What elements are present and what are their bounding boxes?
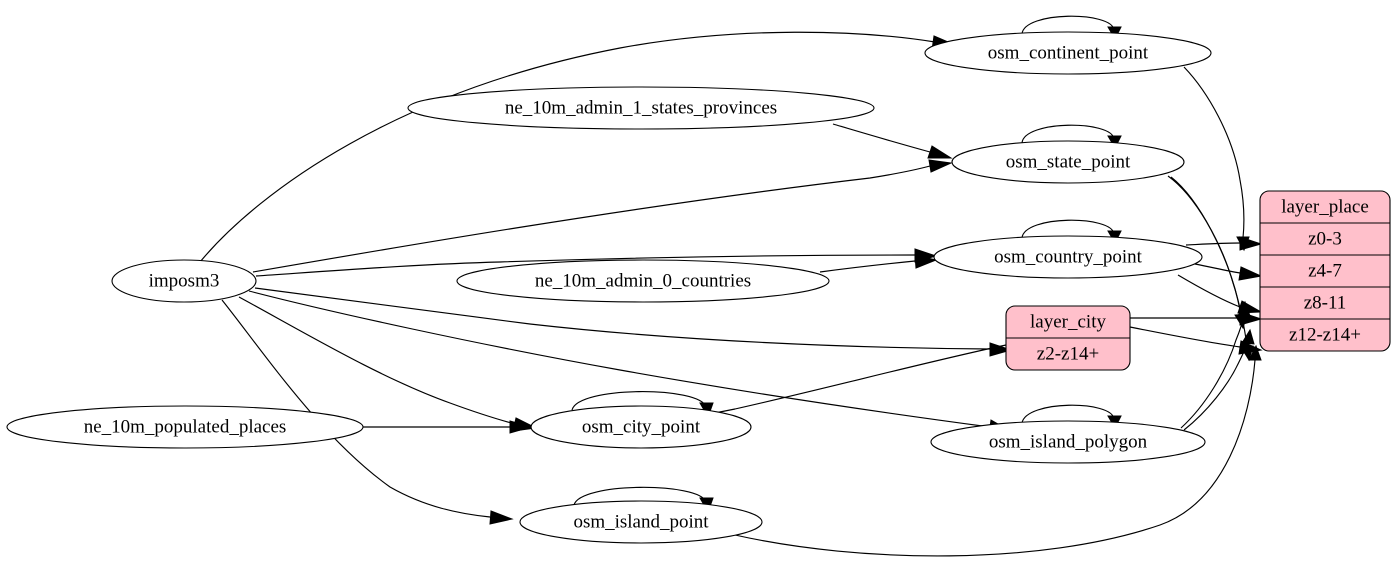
- node-osm-city-point-label: osm_city_point: [582, 416, 701, 437]
- arrowhead-islandpoint-z12: [1248, 344, 1262, 361]
- node-imposm3-shape[interactable]: [111, 259, 257, 303]
- edge-imposm3-to-osm_continent_point: [199, 31, 936, 263]
- layer-place-row-z0-3[interactable]: z0-3: [1308, 228, 1342, 249]
- selfloop-osm_island_polygon: [1021, 404, 1115, 424]
- node-ne-countries-shape[interactable]: [456, 259, 830, 303]
- node-osm_country_point[interactable]: osm_country_point: [933, 235, 1203, 279]
- edge-imposm3-to-osm_island_polygon: [248, 290, 991, 428]
- edge-osm_country_point-to-layer_place-z4-7: [1194, 263, 1241, 274]
- edge-osm_country_point-to-layer_place-z8-11b: [1177, 274, 1241, 308]
- layer-place-box[interactable]: [1259, 190, 1391, 352]
- node-osm-country-point-shape[interactable]: [933, 235, 1203, 279]
- arrowhead-necountries-country: [914, 254, 938, 269]
- node-ne-countries-label: ne_10m_admin_0_countries: [535, 270, 751, 291]
- edge-layer: [199, 15, 1263, 557]
- node-osm-island-polygon-label: osm_island_polygon: [989, 431, 1148, 452]
- selfloop-osm_state_point: [1021, 124, 1115, 144]
- node-ne-places-label: ne_10m_populated_places: [84, 416, 287, 437]
- node-osm-state-point-shape[interactable]: [951, 140, 1185, 184]
- node-layer_city[interactable]: layer_city z2-z14+: [1005, 305, 1131, 371]
- edge-osm_island_polygon-to-layer_place-z12: [1183, 342, 1249, 431]
- edge-osm_island_point-to-layer_place-z12: [734, 359, 1256, 557]
- node-ne-states-label: ne_10m_admin_1_states_provinces: [505, 97, 777, 118]
- selfloop-osm_country_point: [1021, 219, 1115, 239]
- node-osm_continent_point[interactable]: osm_continent_point: [924, 31, 1212, 75]
- edge-osm_state_point-to-layer_place-z12: [1170, 176, 1248, 348]
- selfloop-osm_continent_point: [1021, 15, 1115, 35]
- arrowhead-neplaces-city: [509, 420, 533, 434]
- node-osm-city-point-shape[interactable]: [530, 405, 752, 449]
- edge-layer_city-to-layer_place-z12: [1129, 326, 1241, 348]
- edge-osm_continent_point-to-layer_place-z0-3: [1183, 66, 1245, 239]
- node-osm-country-point-label: osm_country_point: [994, 246, 1142, 267]
- edge-layer_city-to-osm_city_point: [674, 344, 1007, 421]
- edge-imposm3-to-osm_state_point: [252, 165, 931, 273]
- node-osm-continent-point-shape[interactable]: [924, 31, 1212, 75]
- layer-place-row-z4-7[interactable]: z4-7: [1308, 260, 1342, 281]
- edge-ne_states-to-osm_state_point: [832, 123, 931, 153]
- node-ne_10m_admin_0_countries[interactable]: ne_10m_admin_0_countries: [456, 259, 830, 303]
- node-osm_state_point[interactable]: osm_state_point: [951, 140, 1185, 184]
- node-layer_place[interactable]: layer_place z0-3 z4-7 z8-11 z12-z14+: [1259, 190, 1391, 352]
- edge-imposm3-to-osm_city_point: [238, 296, 516, 425]
- node-osm_island_point[interactable]: osm_island_point: [519, 500, 763, 544]
- node-osm-state-point-label: osm_state_point: [1006, 151, 1131, 172]
- selfloop-osm_city_point: [571, 391, 707, 411]
- node-osm-island-point-shape[interactable]: [519, 500, 763, 544]
- node-ne_10m_admin_1_states_provinces[interactable]: ne_10m_admin_1_states_provinces: [407, 86, 875, 130]
- layer-place-row-z8-11[interactable]: z8-11: [1304, 292, 1347, 313]
- edge-imposm3-to-layer_city: [254, 287, 991, 350]
- layer-city-row-z2-z14[interactable]: z2-z14+: [1037, 343, 1099, 364]
- selfloop-osm_island_point: [573, 486, 707, 506]
- node-osm_island_polygon[interactable]: osm_island_polygon: [930, 420, 1206, 464]
- edge-osm_country_point-to-layer_place-z0-3: [1185, 242, 1241, 246]
- node-osm-island-polygon-shape[interactable]: [930, 420, 1206, 464]
- edge-imposm3-to-osm_island_point: [221, 299, 491, 518]
- layer-place-title: layer_place: [1281, 196, 1369, 217]
- node-osm_city_point[interactable]: osm_city_point: [530, 405, 752, 449]
- edge-imposm3-to-osm_country_point: [255, 254, 916, 277]
- node-osm-island-point-label: osm_island_point: [573, 511, 709, 532]
- arrowhead-layercity-z811: [1239, 311, 1263, 326]
- edge-ne_countries-to-osm_country_point: [819, 260, 916, 273]
- node-layer: imposm3 ne_10m_admin_1_states_provinces …: [6, 31, 1391, 544]
- node-imposm3[interactable]: imposm3: [111, 259, 257, 303]
- arrowhead-islandpoly-z12: [1241, 328, 1255, 345]
- arrowhead-imposm3-islandpoint: [489, 510, 514, 525]
- node-ne-states-shape[interactable]: [407, 86, 875, 130]
- node-ne_10m_populated_places[interactable]: ne_10m_populated_places: [6, 405, 364, 449]
- node-imposm3-label: imposm3: [149, 270, 220, 291]
- arrowhead-imposm3-state: [928, 159, 953, 173]
- arrowhead-layercity-z12: [1238, 340, 1263, 355]
- layer-place-row-z12-z14[interactable]: z12-z14+: [1289, 324, 1361, 345]
- arrowhead-country-z03: [1239, 236, 1263, 251]
- arrowhead-nestates-state: [927, 145, 953, 159]
- node-ne-places-shape[interactable]: [6, 405, 364, 449]
- arrowhead-country-z47: [1238, 266, 1263, 281]
- layer-city-title: layer_city: [1030, 311, 1106, 332]
- node-osm-continent-point-label: osm_continent_point: [988, 42, 1149, 63]
